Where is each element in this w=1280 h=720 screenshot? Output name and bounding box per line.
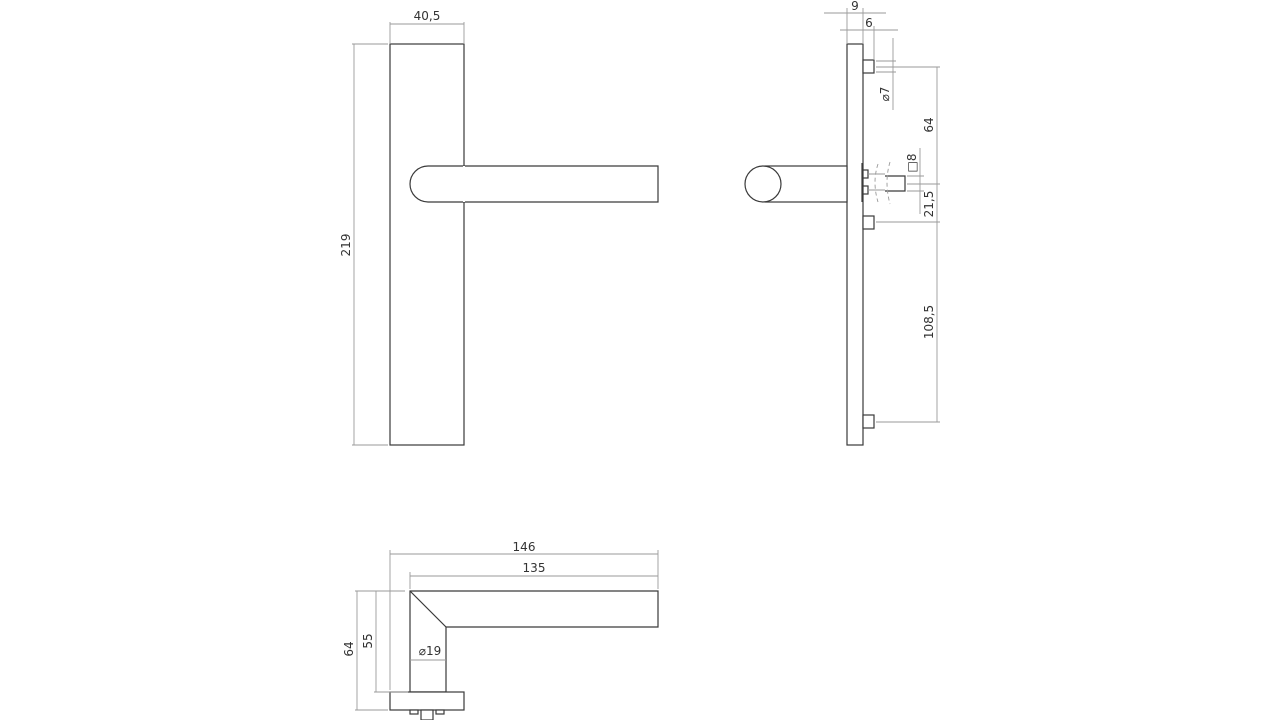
fixing-pin-bottom [862, 414, 875, 429]
dim-pin-offset: 6 [865, 16, 873, 30]
fixing-pin-middle [862, 215, 875, 230]
spindle-stub [420, 709, 434, 720]
fixing-pin-top [862, 59, 875, 74]
dim-total-height: 64 [342, 641, 356, 656]
backplate [389, 43, 465, 446]
dim-lever-length: 135 [523, 561, 546, 575]
dim-pin-diameter: ⌀7 [878, 87, 892, 102]
dim-total-projection: 146 [513, 540, 536, 554]
lever-end-circle [744, 165, 782, 203]
dim-plate-thickness: 9 [851, 0, 859, 13]
dim-rose-diameter: ⌀19 [419, 644, 442, 658]
dim-pin-spacing-top: 64 [922, 117, 936, 132]
backplate-side [846, 43, 864, 446]
rose [389, 691, 465, 711]
dim-lever-height: 55 [361, 633, 375, 648]
dim-pin-spacing-bottom: 108,5 [922, 305, 936, 339]
front-view: 40,5 219 [339, 9, 659, 446]
dim-plate-width: 40,5 [414, 9, 441, 23]
dim-spindle-offset: 21,5 [922, 191, 936, 218]
dim-spindle-square: □8 [905, 154, 919, 173]
lever-front [409, 165, 659, 203]
top-view: ⌀19 146 135 64 55 [342, 540, 659, 720]
lever-top [409, 590, 659, 693]
side-view: 9 6 ⌀7 64 □8 21,5 108,5 [744, 0, 940, 446]
dim-plate-height: 219 [339, 234, 353, 257]
